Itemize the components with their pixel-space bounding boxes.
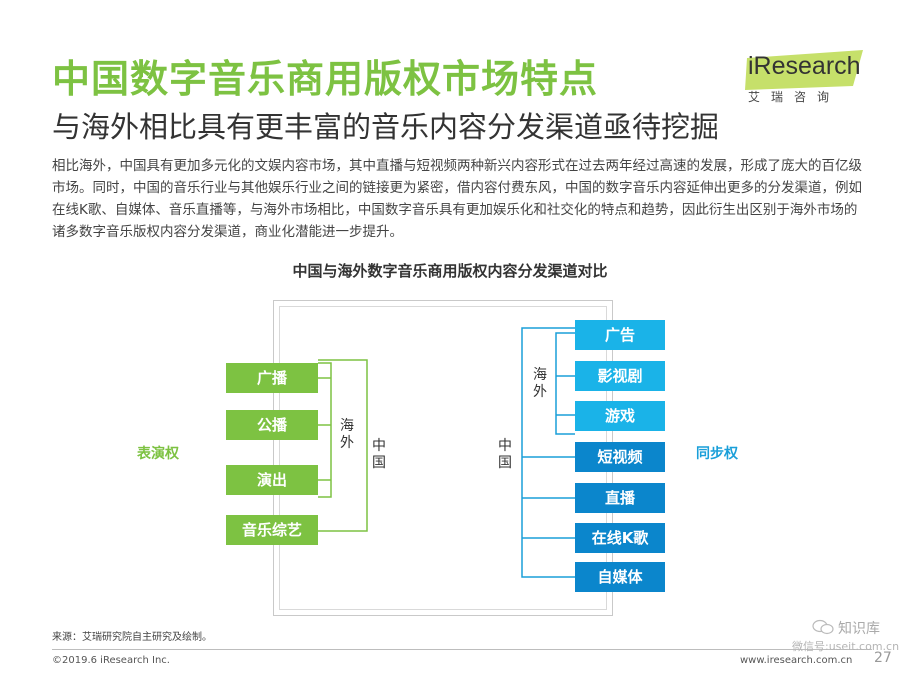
right-item-film-tv: 影视剧 [575,361,665,391]
logo-subtitle: 艾瑞咨询 [748,90,841,104]
page-subtitle: 与海外相比具有更丰富的音乐内容分发渠道亟待挖掘 [52,110,720,144]
watermark-brand: 知识库 [838,621,880,637]
left-overseas-label: 海外 [340,418,354,451]
left-item-performance: 演出 [226,465,318,495]
performance-rights-label: 表演权 [137,446,179,462]
iresearch-logo [745,50,863,90]
left-item-public-play: 公播 [226,410,318,440]
watermark-account: 微信号:useit.com.cn [792,640,900,653]
intro-paragraph: 相比海外，中国具有更加多元化的文娱内容市场，其中直播与短视频两种新兴内容形式在过… [52,158,862,240]
diagram-title: 中国与海外数字音乐商用版权内容分发渠道对比 [292,262,608,280]
website-link[interactable]: www.iresearch.com.cn [740,655,853,666]
footer-divider [52,649,872,650]
left-item-music-variety: 音乐综艺 [226,515,318,545]
right-china-label: 中国 [498,438,512,471]
left-china-label: 中国 [372,438,386,471]
right-item-short-video: 短视频 [575,442,665,472]
logo-text: iResearch [748,52,861,80]
wechat-icon [812,619,834,635]
source-note: 来源：艾瑞研究院自主研究及绘制。 [52,632,212,643]
left-item-broadcast: 广播 [226,363,318,393]
sync-rights-label: 同步权 [696,446,738,462]
page-number: 27 [874,650,892,666]
right-item-live-streaming: 直播 [575,483,665,513]
right-item-games: 游戏 [575,401,665,431]
copyright: ©2019.6 iResearch Inc. [52,655,170,666]
right-item-self-media: 自媒体 [575,562,665,592]
right-item-online-karaoke: 在线K歌 [575,523,665,553]
right-item-advertising: 广告 [575,320,665,350]
page-title: 中国数字音乐商用版权市场特点 [52,57,599,101]
right-overseas-label: 海外 [533,367,547,400]
